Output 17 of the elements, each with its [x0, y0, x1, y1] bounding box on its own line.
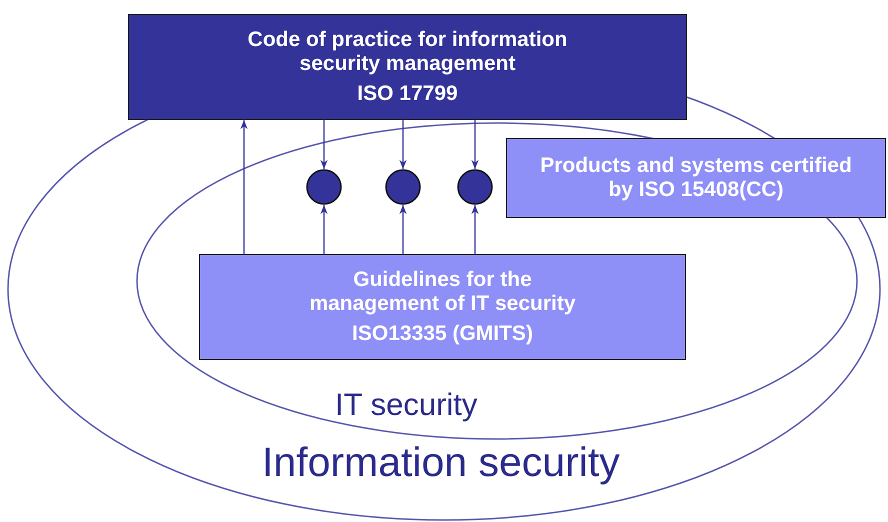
- standard-box: [128, 14, 687, 120]
- box-title: Code of practice for information security management: [246, 28, 568, 76]
- arrow: [320, 205, 328, 254]
- box-title: Guidelines for the management of IT security: [308, 268, 577, 316]
- standard-box: [199, 254, 686, 360]
- standard-number: ISO13335 (GMITS): [351, 322, 534, 346]
- arrow: [320, 120, 328, 169]
- domain-label: Information security: [262, 440, 620, 486]
- arrow: [399, 120, 407, 169]
- standard-box: [506, 138, 886, 218]
- domain-label: IT security: [335, 388, 478, 422]
- arrow: [471, 120, 479, 169]
- standard-number: ISO 17799: [356, 82, 459, 106]
- arrow: [399, 205, 407, 254]
- arrow: [471, 205, 479, 254]
- box-title: Products and systems certified by ISO 15408(CC): [539, 154, 853, 202]
- arrow: [240, 120, 248, 254]
